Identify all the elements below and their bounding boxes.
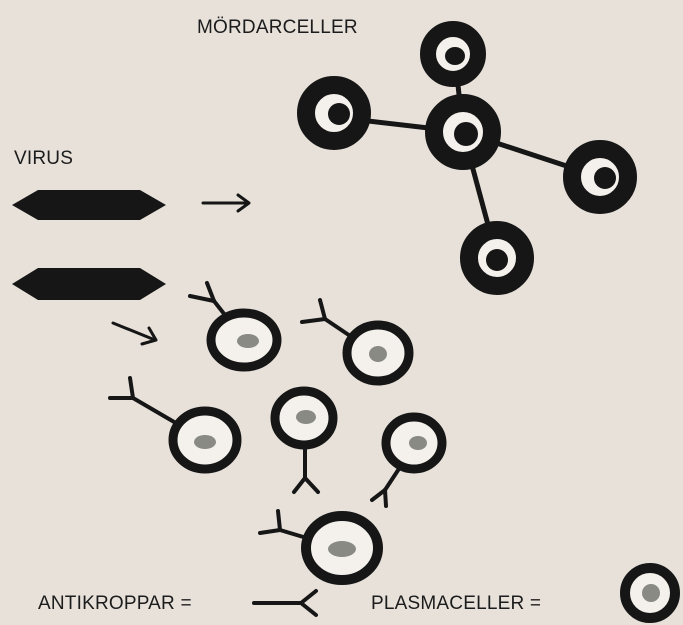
killer-cell bbox=[428, 29, 478, 79]
killer-cell bbox=[469, 230, 525, 286]
plasma-cell bbox=[372, 417, 442, 506]
killer-cell bbox=[434, 103, 492, 161]
antibody-legend-icon bbox=[254, 591, 316, 615]
arrow-to-killer-cells-icon bbox=[203, 195, 249, 211]
plasma-cell bbox=[275, 391, 333, 492]
killer-cell bbox=[572, 149, 628, 205]
plasma-cell-legend-icon bbox=[625, 568, 675, 618]
plasma-cell bbox=[110, 378, 237, 469]
plasma-cell bbox=[190, 283, 277, 367]
arrow-to-plasma-cells-icon bbox=[113, 323, 156, 344]
killer-cell bbox=[306, 85, 362, 141]
virus-icon bbox=[12, 190, 166, 220]
antibody-icon bbox=[294, 448, 318, 492]
virus-icon bbox=[12, 268, 166, 300]
plasma-cell bbox=[260, 511, 378, 580]
plasma-cell bbox=[302, 300, 409, 381]
